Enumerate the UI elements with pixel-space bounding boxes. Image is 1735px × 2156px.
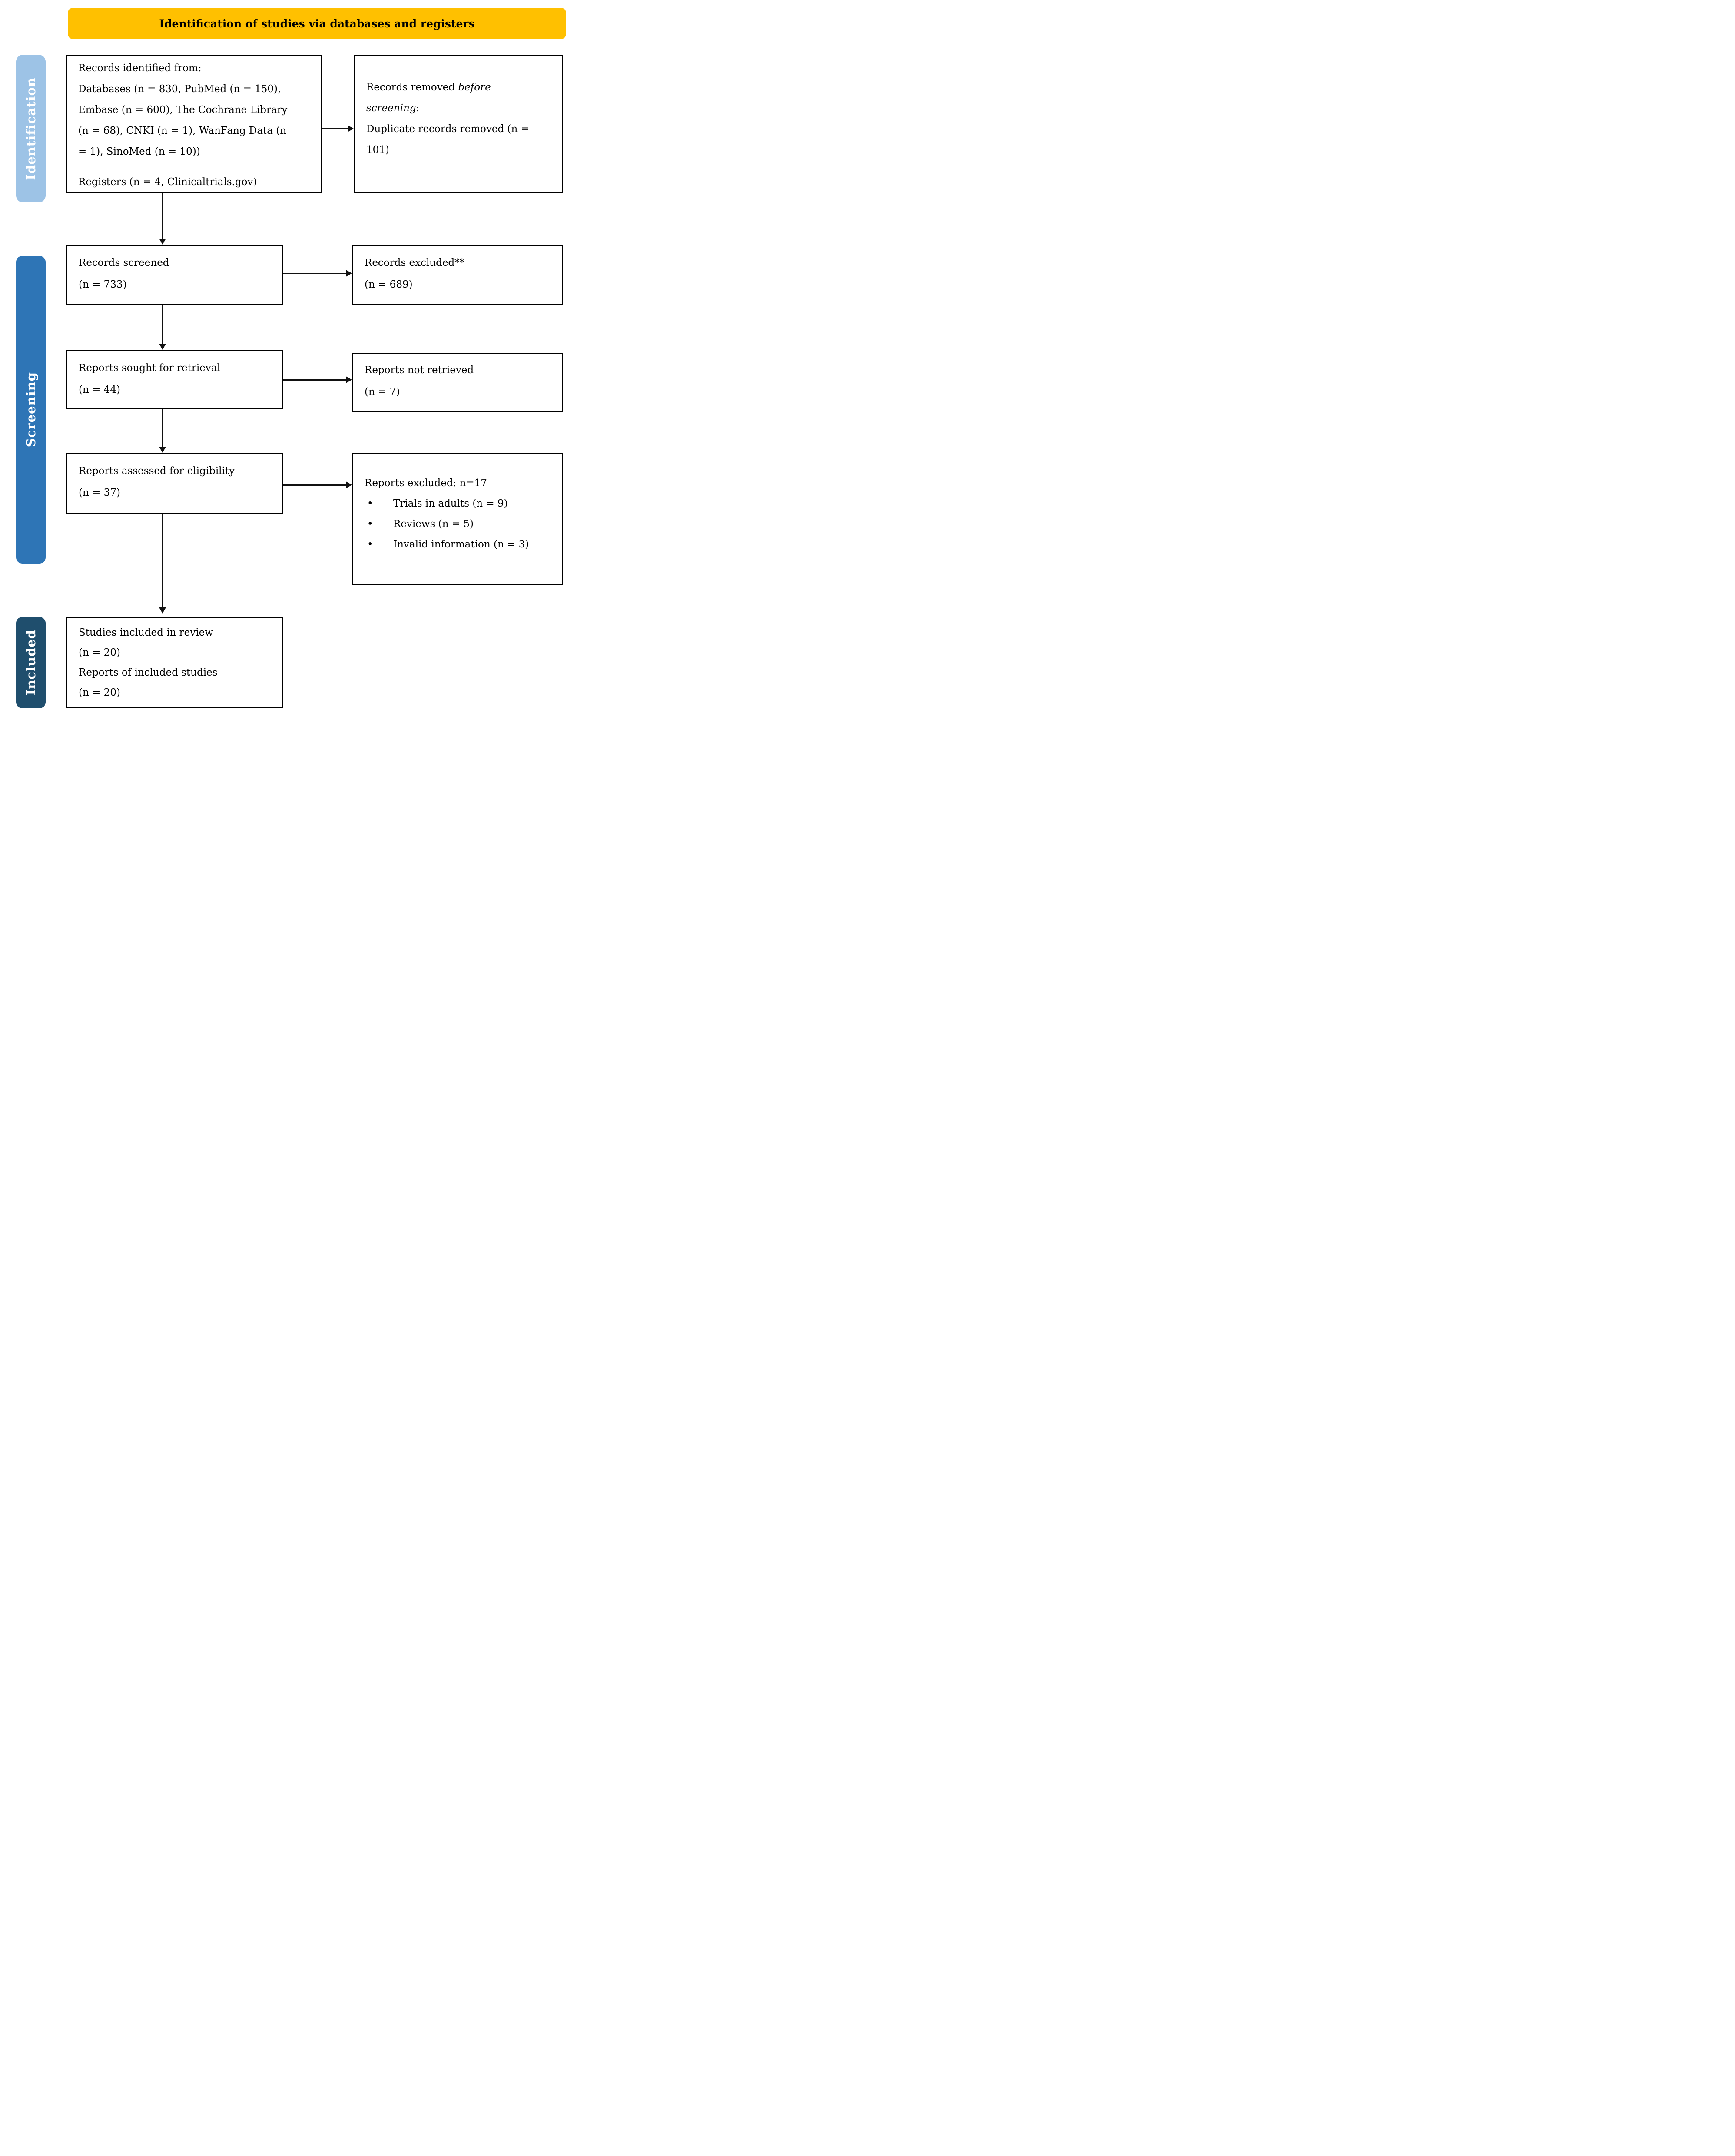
arrow-shaft — [322, 128, 349, 129]
bullet-item: • Invalid information (n = 3) — [365, 534, 558, 555]
stage-bar-included-label: Included — [23, 630, 38, 696]
box-line: (n = 733) — [79, 279, 127, 290]
bullet-item: • Reviews (n = 5) — [365, 514, 558, 534]
box-studies-included: Studies included in review (n = 20) Repo… — [66, 617, 283, 708]
box-line: 101) — [366, 144, 389, 156]
box-line: Reports not retrieved — [365, 365, 474, 376]
box-line: (n = 20) — [79, 687, 120, 698]
arrow-shaft — [162, 409, 163, 448]
bullet-item-label: Trials in adults (n = 9) — [393, 498, 508, 509]
box-line: Duplicate records removed (n = — [366, 123, 529, 135]
box-line: Studies included in review — [79, 627, 213, 638]
arrow-assessed-to-reports-excluded — [283, 481, 352, 489]
stage-bar-identification: Identification — [16, 55, 46, 202]
box-line: Reports of included studies — [79, 667, 218, 678]
arrowhead-right-icon — [348, 125, 354, 132]
box-line: (n = 20) — [79, 647, 120, 658]
box-line: (n = 44) — [79, 384, 120, 395]
prisma-flow-diagram: Identification of studies via databases … — [0, 0, 578, 719]
box-line: Embase (n = 600), The Cochrane Library — [78, 104, 288, 116]
box-line: Reports assessed for eligibility — [79, 465, 235, 477]
arrow-shaft — [162, 514, 163, 609]
bullet-dot-icon: • — [367, 518, 373, 530]
arrow-assessed-to-included — [159, 514, 166, 614]
box-line: (n = 37) — [79, 487, 120, 498]
box-records-excluded: Records excluded** (n = 689) — [352, 245, 563, 305]
box-line: (n = 68), CNKI (n = 1), WanFang Data (n — [78, 125, 287, 136]
arrow-identified-to-removed — [322, 125, 354, 133]
bullet-dot-icon: • — [367, 539, 373, 550]
box-records-identified: Records identified from: Databases (n = … — [66, 55, 322, 193]
title-banner: Identification of studies via databases … — [68, 8, 566, 39]
box-line: Reports excluded: n=17 — [365, 478, 487, 489]
arrow-sought-to-not-retrieved — [283, 376, 352, 384]
box-reports-excluded: Reports excluded: n=17 • Trials in adult… — [352, 453, 563, 585]
arrow-shaft — [162, 193, 163, 240]
box-line: Records identified from: — [78, 63, 202, 74]
box-line: (n = 7) — [365, 386, 400, 398]
box-reports-not-retrieved: Reports not retrieved (n = 7) — [352, 353, 563, 412]
box-records-removed: Records removed before screening: Duplic… — [354, 55, 563, 193]
arrowhead-right-icon — [346, 270, 352, 277]
stage-bar-screening-label: Screening — [23, 372, 38, 448]
box-line: Records excluded** — [365, 257, 465, 269]
box-line: = 1), SinoMed (n = 10)) — [78, 146, 200, 157]
arrow-shaft — [283, 484, 347, 486]
arrow-screened-to-sought — [159, 305, 166, 350]
box-line: Databases (n = 830, PubMed (n = 150), — [78, 83, 281, 95]
box-line: Records removed before — [366, 77, 558, 98]
arrowhead-right-icon — [346, 376, 352, 383]
bullet-dot-icon: • — [367, 498, 373, 509]
box-line: Records screened — [79, 257, 169, 269]
bullet-item: • Trials in adults (n = 9) — [365, 494, 558, 514]
arrow-identified-to-screened — [159, 193, 166, 245]
arrow-shaft — [283, 273, 347, 274]
stage-bar-included: Included — [16, 617, 46, 708]
box-reports-sought: Reports sought for retrieval (n = 44) — [66, 350, 283, 409]
box-line-segment: : — [416, 103, 420, 114]
box-line: (n = 689) — [365, 279, 413, 290]
arrow-shaft — [283, 379, 347, 381]
arrowhead-down-icon — [159, 607, 166, 614]
bullet-item-label: Invalid information (n = 3) — [393, 539, 529, 550]
arrow-shaft — [162, 305, 163, 345]
arrow-sought-to-assessed — [159, 409, 166, 453]
arrowhead-down-icon — [159, 344, 166, 350]
box-line-segment-italic: screening — [366, 103, 416, 114]
box-line-segment: Records removed — [366, 82, 458, 93]
box-line: Registers (n = 4, Clinicaltrials.gov) — [78, 176, 257, 188]
arrowhead-down-icon — [159, 447, 166, 453]
stage-bar-identification-label: Identification — [23, 77, 38, 180]
title-banner-label: Identification of studies via databases … — [159, 17, 475, 30]
box-line: Reports sought for retrieval — [79, 362, 220, 374]
box-line: screening: — [366, 98, 558, 119]
box-records-screened: Records screened (n = 733) — [66, 245, 283, 305]
arrow-screened-to-excluded — [283, 270, 352, 277]
arrowhead-down-icon — [159, 239, 166, 245]
stage-bar-screening: Screening — [16, 256, 46, 564]
arrowhead-right-icon — [346, 481, 352, 488]
box-line-segment-italic: before — [458, 82, 491, 93]
bullet-item-label: Reviews (n = 5) — [393, 518, 474, 530]
box-reports-assessed: Reports assessed for eligibility (n = 37… — [66, 453, 283, 514]
